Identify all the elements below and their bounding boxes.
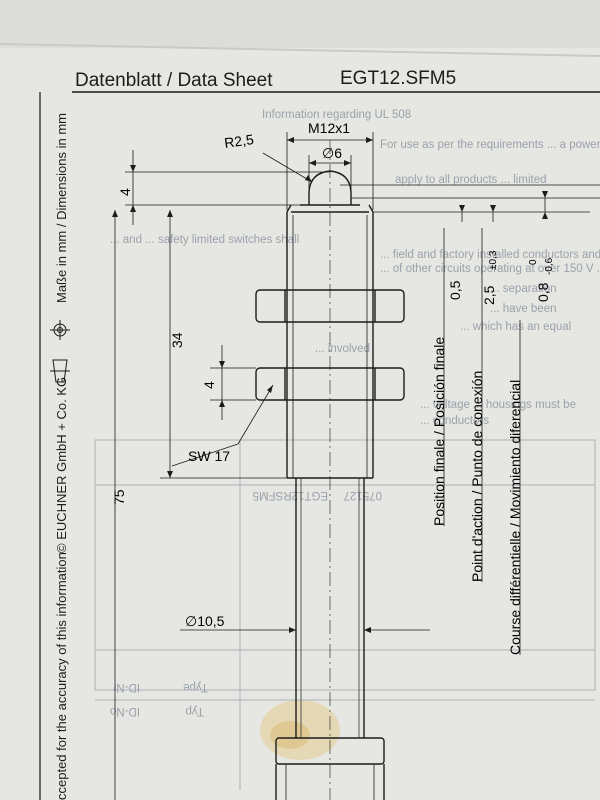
position-finale-label: Position finale / Posición finale (431, 337, 447, 526)
ghost-line: ... field and factory installed conducto… (380, 249, 600, 261)
ghost-line: ... involved (315, 343, 370, 355)
ghost-top: Information regarding UL 508 (262, 109, 411, 121)
ghost-type: Type (183, 681, 208, 693)
accuracy-note: ccepted for the accuracy of this informa… (54, 552, 69, 800)
ghost-typ: Typ (185, 705, 204, 717)
ghost-table-frame (94, 439, 596, 691)
course-diff-tol-upper: 0 (528, 259, 539, 265)
ghost-line: ... separation (490, 283, 556, 295)
paper-fold (0, 43, 600, 57)
position-finale-value: 0,5 (447, 280, 463, 300)
dimension-lines (114, 132, 600, 800)
ghost-line: apply to all products ... limited (395, 174, 547, 186)
course-diff-value: 0,8 (535, 282, 551, 302)
travel-labels: Position finale / Posición finale 0,5 Po… (431, 228, 555, 655)
course-diff-label: Course différentielle / Movimiento difer… (507, 380, 523, 655)
thread-dim: M12x1 (308, 120, 350, 136)
wrench-size-dim: SW 17 (188, 448, 230, 464)
product-code: EGT12.SFM5 (340, 68, 456, 89)
total-length-dim: 75 (111, 489, 127, 505)
ghost-id2: ID-No (110, 705, 140, 717)
plunger-height-dim: 4 (117, 188, 133, 196)
point-action-tol: ±0,3 (488, 250, 499, 270)
ghost-line: ... and ... safety limited switches shal… (110, 234, 299, 246)
point-action-label: Point d'action / Punto de conexión (469, 371, 485, 582)
ghost-line: ... conductors (420, 415, 489, 427)
ghost-text-group: Information regarding UL 508 For use as … (110, 109, 600, 427)
copyright-note: © EUCHNER GmbH + Co. KG (54, 377, 69, 553)
stain (260, 700, 340, 760)
ghost-table (94, 439, 596, 790)
paper-top-shade (0, 0, 600, 48)
ghost-line: ... have been (490, 303, 557, 315)
nut-height-dim: 4 (201, 381, 217, 389)
page-title: Datenblatt / Data Sheet (75, 70, 273, 91)
arrow-heads (112, 137, 548, 633)
switch-body (255, 170, 405, 800)
ghost-line: ... which has an equal (460, 321, 571, 333)
ghost-id: ID-Nr (112, 681, 140, 693)
projection-symbol-icon (50, 320, 70, 383)
ghost-line: ... voltage ... housings must be (420, 399, 576, 411)
ghost-code: 075127 (344, 489, 382, 501)
body-diameter-dim: ∅10,5 (185, 613, 225, 629)
stain-core (270, 721, 310, 749)
ghost-line: ... of other circuits operating at over … (380, 263, 600, 275)
radius-dim: R2,5 (223, 131, 255, 151)
thread-length-dim: 34 (169, 332, 185, 348)
ghost-code: EGT12RSFM5 (253, 489, 328, 501)
point-action-value: 2,5 (481, 285, 497, 305)
dimensions-note: Maße in mm / Dimensions in mm (54, 113, 69, 303)
course-diff-tol-lower: -0,6 (544, 257, 555, 275)
plunger-diameter-dim: ∅6 (322, 145, 342, 161)
ghost-line: For use as per the requirements ... a po… (380, 139, 600, 151)
